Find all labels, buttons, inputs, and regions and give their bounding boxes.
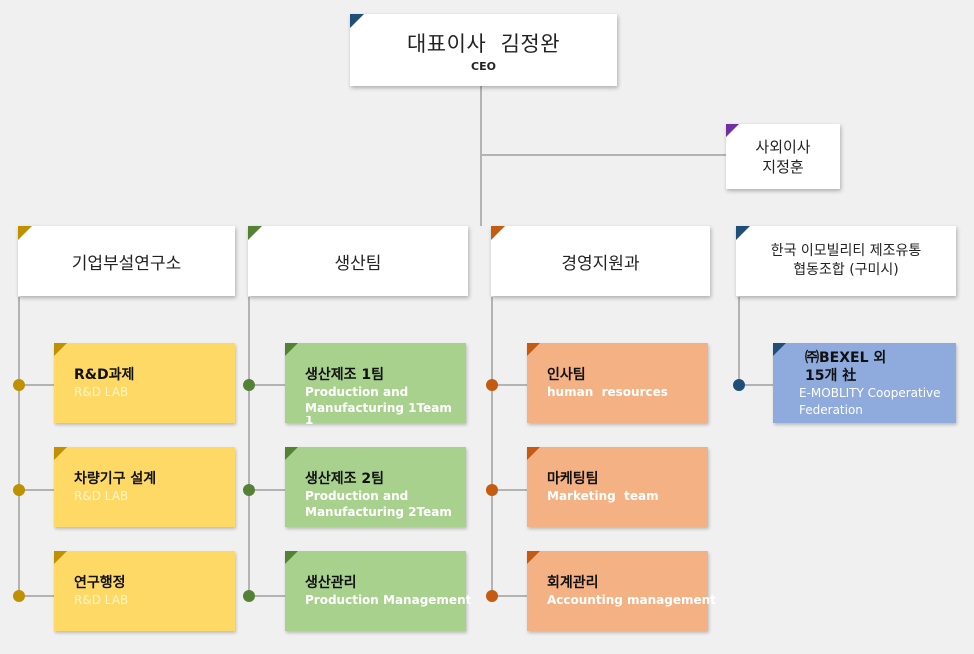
card-production-management: 생산관리 Production Management: [285, 551, 472, 631]
card-marketing-team: 마케팅팀 Marketing team: [527, 447, 708, 527]
card-subtitle-line2: Federation: [799, 403, 863, 417]
dept-federation: 한국 이모빌리티 제조유통 협동조합 (구미시): [736, 226, 956, 296]
production-node-dot: [243, 590, 255, 602]
card-subtitle-line1: Production and: [305, 489, 409, 503]
corner-marker: [54, 551, 67, 564]
dept-management: 경영지원과: [491, 226, 710, 296]
corner-marker: [527, 343, 540, 356]
corner-marker: [527, 447, 540, 460]
ceo-title: 대표이사 김정완: [406, 31, 561, 56]
card-production-team-2: 생산제조 2팀 Production and Manufacturing 2Te…: [285, 447, 466, 527]
card-research-admin: 연구행정 R&D LAB: [54, 551, 235, 631]
card-subtitle-line1: E-MOBLITY Cooperative: [799, 386, 941, 400]
corner-marker: [18, 226, 32, 240]
dept-production-name: 생산팀: [334, 253, 382, 274]
dept-production: 생산팀: [248, 226, 468, 296]
card-subtitle: Marketing team: [547, 489, 659, 503]
card-title-line1: ㈜BEXEL 외: [805, 350, 887, 366]
director-name: 지정훈: [762, 157, 804, 176]
card-accounting: 회계관리 Accounting management: [527, 551, 716, 631]
research-node-dot: [13, 590, 25, 602]
ceo-box: 대표이사 김정완 CEO: [350, 14, 617, 86]
director-role: 사외이사: [755, 137, 811, 156]
card-title: 차량기구 설계: [74, 471, 157, 487]
corner-marker: [248, 226, 262, 240]
card-subtitle-line3: 1: [305, 416, 314, 424]
card-subtitle-line1: Production and: [305, 385, 409, 399]
card-title: 마케팅팀: [547, 471, 599, 487]
card-subtitle: R&D LAB: [74, 489, 129, 503]
dept-research-name: 기업부설연구소: [71, 253, 182, 274]
management-node-dot: [486, 379, 498, 391]
production-node-dot: [243, 484, 255, 496]
corner-marker: [726, 124, 739, 137]
card-title: 인사팀: [547, 367, 586, 383]
dept-federation-name-line1: 한국 이모빌리티 제조유통: [770, 243, 922, 259]
card-title-line2: 15개 社: [805, 368, 857, 384]
dept-management-name: 경영지원과: [561, 253, 640, 274]
card-hr-team: 인사팀 human resources: [527, 343, 708, 423]
corner-marker: [285, 551, 298, 564]
corner-marker: [285, 343, 298, 356]
corner-marker: [491, 226, 505, 240]
card-subtitle-line2: Manufacturing 1Team: [305, 401, 452, 415]
corner-marker: [54, 447, 67, 460]
card-subtitle: R&D LAB: [74, 385, 129, 399]
dept-federation-name-line2: 협동조합 (구미시): [793, 262, 899, 278]
research-node-dot: [13, 484, 25, 496]
card-subtitle: human resources: [547, 385, 668, 399]
research-node-dot: [13, 379, 25, 391]
card-production-team-1: 생산제조 1팀 Production and Manufacturing 1Te…: [285, 343, 466, 424]
federation-node-dot: [733, 379, 745, 391]
ceo-subtitle: CEO: [471, 59, 496, 73]
corner-marker: [527, 551, 540, 564]
corner-marker: [285, 447, 298, 460]
corner-marker: [54, 343, 67, 356]
management-node-dot: [486, 590, 498, 602]
card-title: R&D과제: [74, 367, 135, 383]
card-bexel-federation: ㈜BEXEL 외 15개 社 E-MOBLITY Cooperative Fed…: [773, 343, 956, 423]
card-subtitle: Production Management: [305, 593, 472, 607]
dept-research: 기업부설연구소: [18, 226, 235, 296]
production-node-dot: [243, 379, 255, 391]
card-subtitle-line2: Manufacturing 2Team: [305, 505, 452, 519]
corner-marker: [350, 14, 364, 28]
outside-director-box: 사외이사 지정훈: [726, 124, 840, 189]
card-title: 생산관리: [305, 575, 357, 591]
card-vehicle-design: 차량기구 설계 R&D LAB: [54, 447, 235, 527]
corner-marker: [736, 226, 750, 240]
card-title: 생산제조 2팀: [305, 471, 385, 487]
management-node-dot: [486, 484, 498, 496]
card-rnd-project: R&D과제 R&D LAB: [54, 343, 235, 423]
card-subtitle: R&D LAB: [74, 593, 129, 607]
card-subtitle: Accounting management: [547, 593, 716, 607]
card-title: 회계관리: [547, 575, 599, 591]
card-title: 연구행정: [74, 575, 126, 591]
corner-marker: [773, 343, 786, 356]
card-title: 생산제조 1팀: [305, 367, 385, 383]
